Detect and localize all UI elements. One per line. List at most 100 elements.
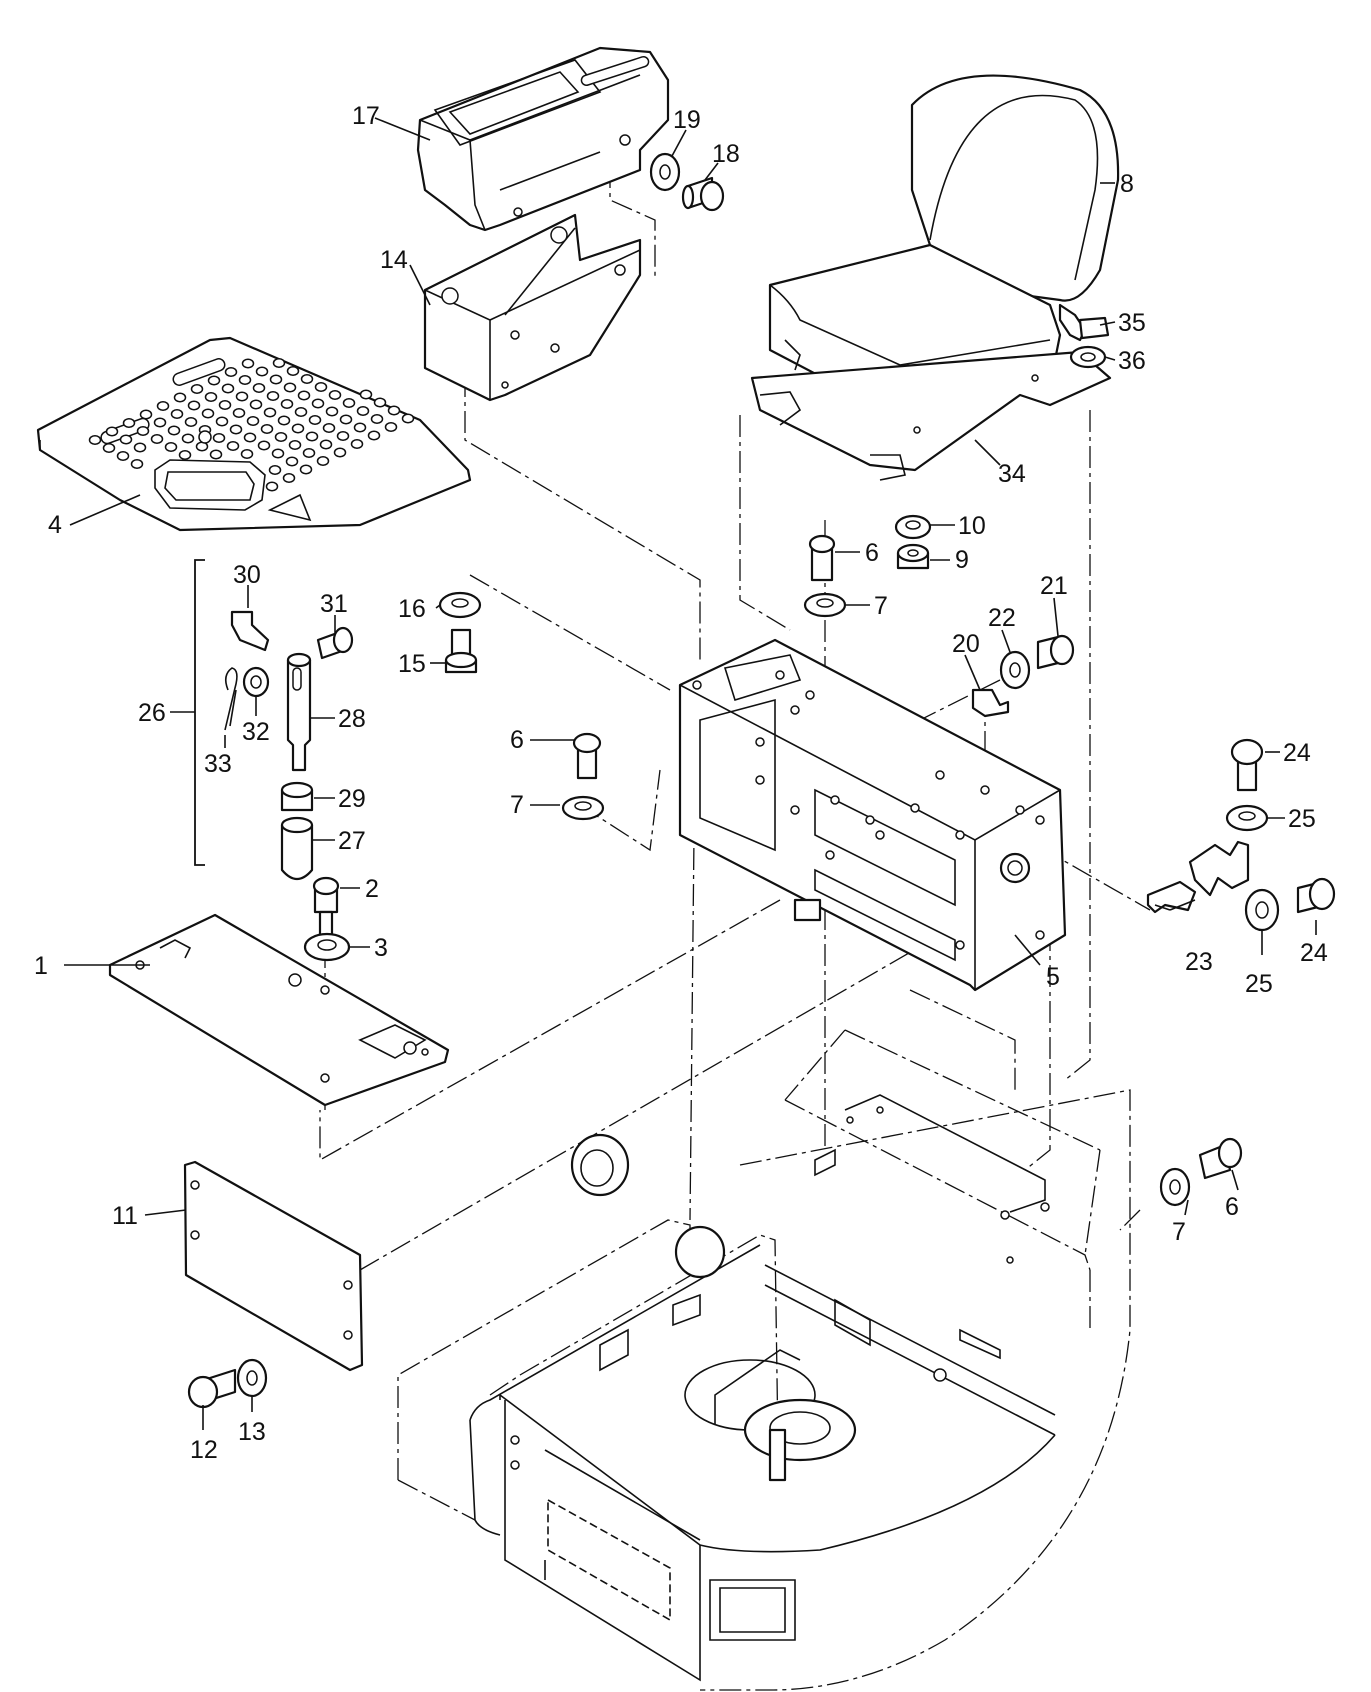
perforation-hole [350,439,364,449]
callout-3: 3 [374,934,388,962]
callout-8: 8 [1120,170,1134,198]
perforation-hole [280,399,294,409]
callout-22: 22 [988,604,1016,632]
perforation-hole [235,391,249,402]
box-hole [830,795,840,805]
part-6-bolt-top [808,534,836,582]
machine-frame [397,1029,1131,1691]
callout-14: 14 [380,246,408,274]
perforation-hole [224,367,238,377]
perforation-hole [266,391,280,401]
part-17-console-cover [416,46,670,232]
part-25-washer-top [1225,804,1269,832]
perforation-hole [288,440,302,450]
perforation-hole [373,397,387,408]
part-32-washer [242,666,270,698]
part-25-washer-bottom [1244,888,1280,932]
callout-24: 24 [1283,739,1311,767]
leader-lines [64,117,1317,1430]
callout-2: 2 [365,875,379,903]
perforation-hole [356,406,370,416]
floor-plate-holes [88,358,415,492]
perforation-hole [325,406,339,417]
perforation-hole [249,399,263,410]
callout-6: 6 [865,539,879,567]
callout-labels: 1 2 3 4 5 6 6 6 7 7 7 8 9 10 11 12 13 14… [34,102,1328,1464]
perforation-hole [201,408,215,419]
callout-30: 30 [233,561,261,589]
perforation-hole [328,390,342,400]
perforation-hole [238,375,252,385]
part-30-plate [230,610,270,652]
callout-15: 15 [398,650,426,678]
callout-6: 6 [510,726,524,754]
box-hole [1035,930,1045,940]
part-13-washer [236,1358,268,1398]
part-34-seat-bracket [750,350,1112,481]
part-7-washer-mid [561,795,605,821]
part-9-nut [896,543,930,570]
perforation-hole [215,416,229,427]
perforation-hole [271,448,285,459]
perforation-hole [221,383,235,394]
perforation-hole [255,366,269,377]
perforation-hole [319,439,333,450]
part-33-cotter-pin [224,667,238,731]
perforation-hole [181,433,195,444]
perforation-hole [314,382,328,392]
box-hole [1015,805,1025,815]
perforation-hole [139,409,153,420]
perforation-hole [283,382,297,393]
perforation-hole [286,366,300,376]
callout-19: 19 [673,106,701,134]
perforation-hole [88,435,102,445]
callout-7: 7 [874,592,888,620]
perforation-hole [119,434,133,445]
perforation-hole [105,426,119,437]
part-29-nut [280,781,314,812]
callout-9: 9 [955,546,969,574]
perforation-hole [190,384,204,394]
callout-17: 17 [352,102,380,130]
part-4-floor-plate [36,336,472,532]
perforation-hole [184,417,198,427]
perforation-hole [308,415,322,425]
perforation-hole [302,448,316,458]
perforation-hole [260,424,274,434]
part-18-bolt [681,176,725,212]
perforation-hole [257,440,271,451]
perforation-hole [322,423,336,433]
perforation-hole [153,417,167,428]
perforation-hole [122,418,136,428]
part-10-washer [894,514,932,540]
perforation-hole [212,433,226,443]
perforation-hole [336,431,350,441]
perforation-hole [384,422,398,432]
part-24-bolt-bottom [1296,877,1336,914]
callout-6: 6 [1225,1193,1239,1221]
control-box-holes [692,670,1045,950]
box-hole [955,940,965,950]
box-hole [790,805,800,815]
perforation-hole [305,431,319,442]
callout-21: 21 [1040,572,1068,600]
perforation-hole [339,414,353,425]
box-hole [755,737,765,747]
perforation-hole [252,383,266,393]
callout-7: 7 [1172,1218,1186,1246]
part-11-cover-plate [183,1160,364,1372]
part-7-washer-right [1159,1167,1191,1207]
part-19-washer [649,152,681,192]
perforation-hole [167,425,181,436]
perforation-hole [232,408,246,418]
perforation-hole [229,424,243,435]
perforation-hole [300,374,314,384]
part-7-washer-top [803,592,847,618]
perforation-hole [342,398,356,408]
perforation-hole [209,449,223,460]
perforation-hole [353,422,367,433]
box-hole [875,830,885,840]
box-hole [805,690,815,700]
group-26-bracket [194,559,205,866]
